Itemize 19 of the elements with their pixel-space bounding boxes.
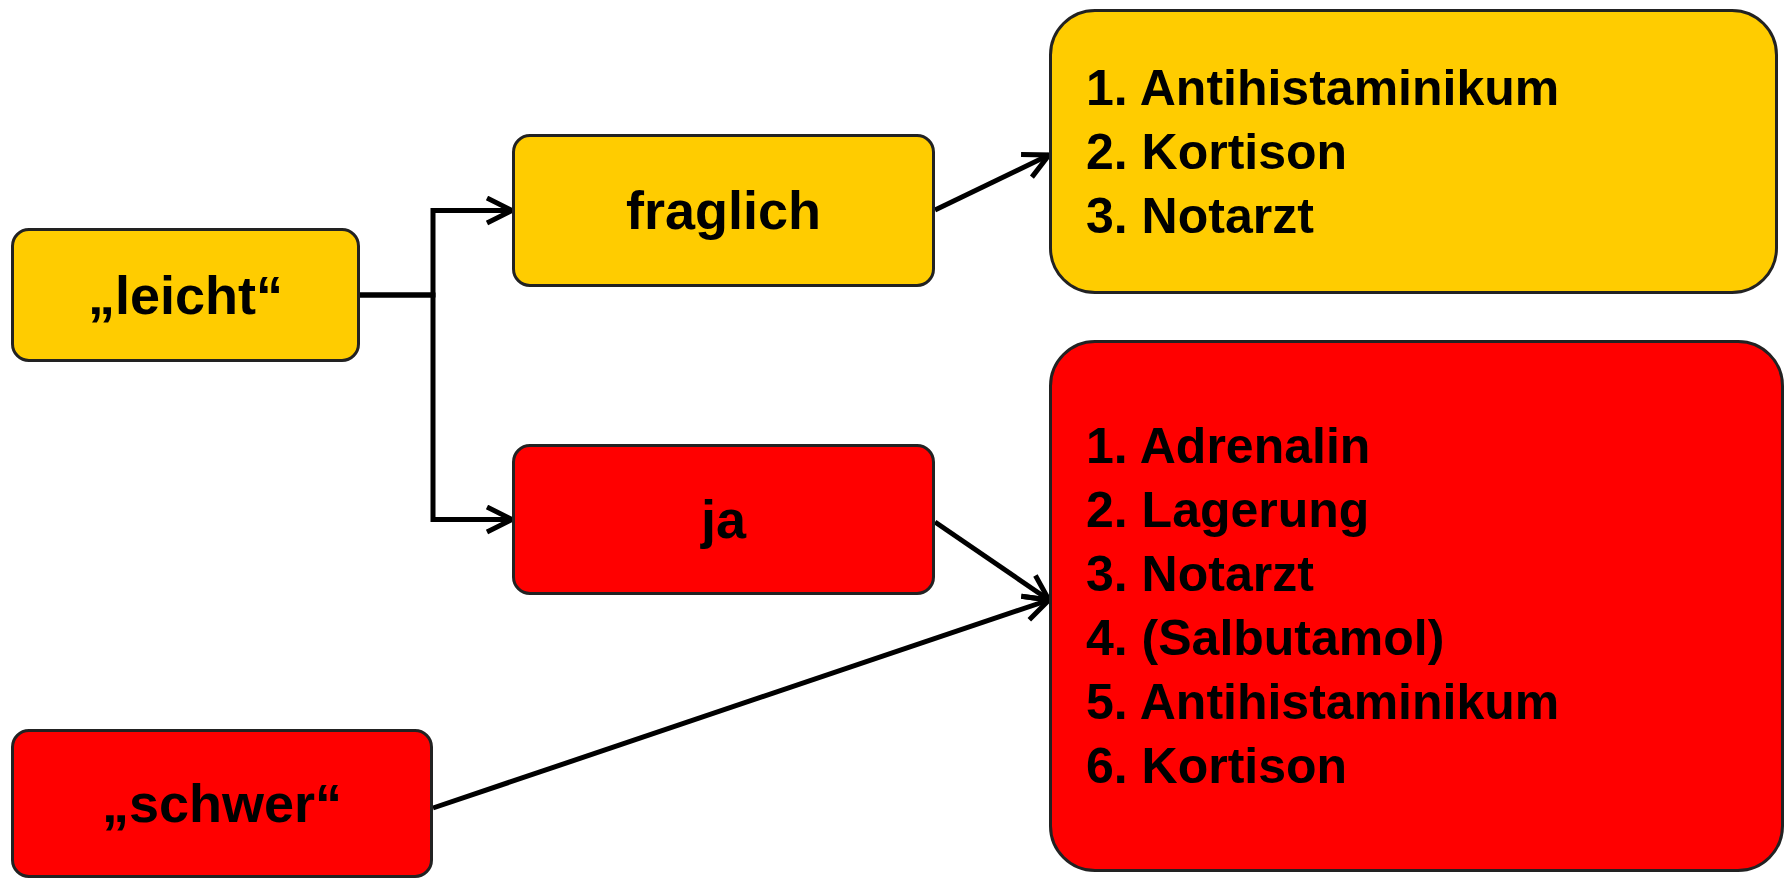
list-item: 3. Notarzt	[1086, 545, 1315, 604]
list-item: 5. Antihistaminikum	[1086, 673, 1561, 732]
node-label: „leicht“	[87, 263, 283, 327]
process-box	[512, 444, 935, 595]
list-item: 2. Kortison	[1086, 122, 1349, 182]
list-item: 2. Lagerung	[1086, 481, 1371, 540]
process-box	[11, 729, 433, 878]
list-item: 4. (Salbutamol)	[1086, 609, 1446, 668]
node-label: ja	[700, 488, 746, 551]
list-box	[1049, 340, 1784, 872]
list-item: 6. Kortison	[1086, 737, 1349, 796]
list-item: 1. Antihistaminikum	[1086, 58, 1561, 118]
node-label: „schwer“	[101, 772, 343, 835]
process-box	[512, 134, 935, 287]
list-item: 1. Adrenalin	[1086, 417, 1372, 476]
list-item: 3. Notarzt	[1086, 186, 1315, 246]
process-box	[11, 228, 360, 362]
node-label: fraglich	[625, 179, 821, 242]
list-box	[1049, 9, 1778, 294]
